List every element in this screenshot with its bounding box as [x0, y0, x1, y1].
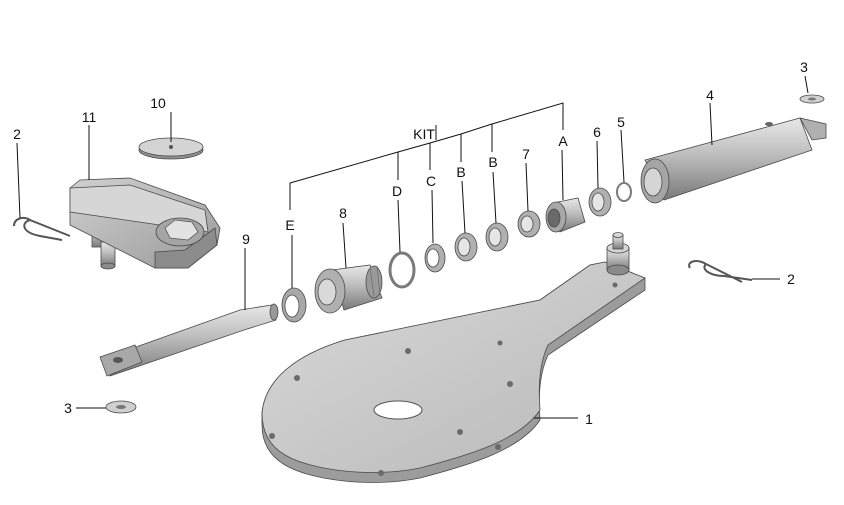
part-5-ring — [616, 182, 632, 202]
kit-label: KIT — [413, 126, 435, 142]
label-part-6: 6 — [593, 124, 601, 140]
kit-ring-b1 — [454, 232, 478, 262]
part-8-threaded-bushing — [314, 264, 383, 314]
part-3-washer-bottom — [105, 400, 137, 414]
label-kit-a: A — [558, 133, 568, 149]
label-kit-b2: B — [488, 154, 497, 170]
label-part-5: 5 — [617, 114, 625, 130]
part-11-bracket-block — [69, 177, 221, 270]
kit-bracket — [289, 102, 564, 210]
label-part-11: 11 — [82, 109, 97, 125]
label-part-3-top: 3 — [800, 59, 808, 75]
kit-ring-c — [424, 243, 446, 273]
label-part-8: 8 — [339, 205, 347, 221]
part-7-ring — [517, 210, 541, 238]
label-part-3-bottom: 3 — [64, 400, 72, 416]
callout-leaders — [16, 75, 809, 419]
part-4-tube — [640, 117, 827, 204]
label-part-10: 10 — [150, 95, 166, 111]
plate-center-hole — [373, 400, 423, 420]
part-2-hairpin-clip-right — [688, 260, 753, 283]
label-part-1: 1 — [585, 411, 593, 427]
label-part-9: 9 — [242, 231, 250, 247]
label-kit-d: D — [392, 183, 402, 199]
kit-oring-d — [388, 251, 416, 289]
kit-bushing-a — [545, 197, 586, 233]
part-6-ring — [588, 187, 612, 217]
label-part-7: 7 — [522, 146, 530, 162]
label-part-4: 4 — [706, 87, 714, 103]
label-kit-b1: B — [456, 164, 465, 180]
part-3-washer-top — [799, 94, 825, 104]
label-part-2-left: 2 — [13, 126, 21, 142]
part-9-shaft — [99, 303, 279, 377]
part-1-base-plate — [261, 232, 646, 483]
label-kit-e: E — [285, 217, 294, 233]
label-part-2-right: 2 — [787, 271, 795, 287]
callout-labels: KIT E D C B B A 7 6 5 4 3 8 9 10 11 2 2 … — [13, 59, 808, 427]
kit-ring-b2 — [485, 222, 509, 252]
label-kit-c: C — [426, 173, 436, 189]
part-2-hairpin-clip-left — [13, 217, 71, 241]
kit-ring-e — [281, 287, 307, 323]
